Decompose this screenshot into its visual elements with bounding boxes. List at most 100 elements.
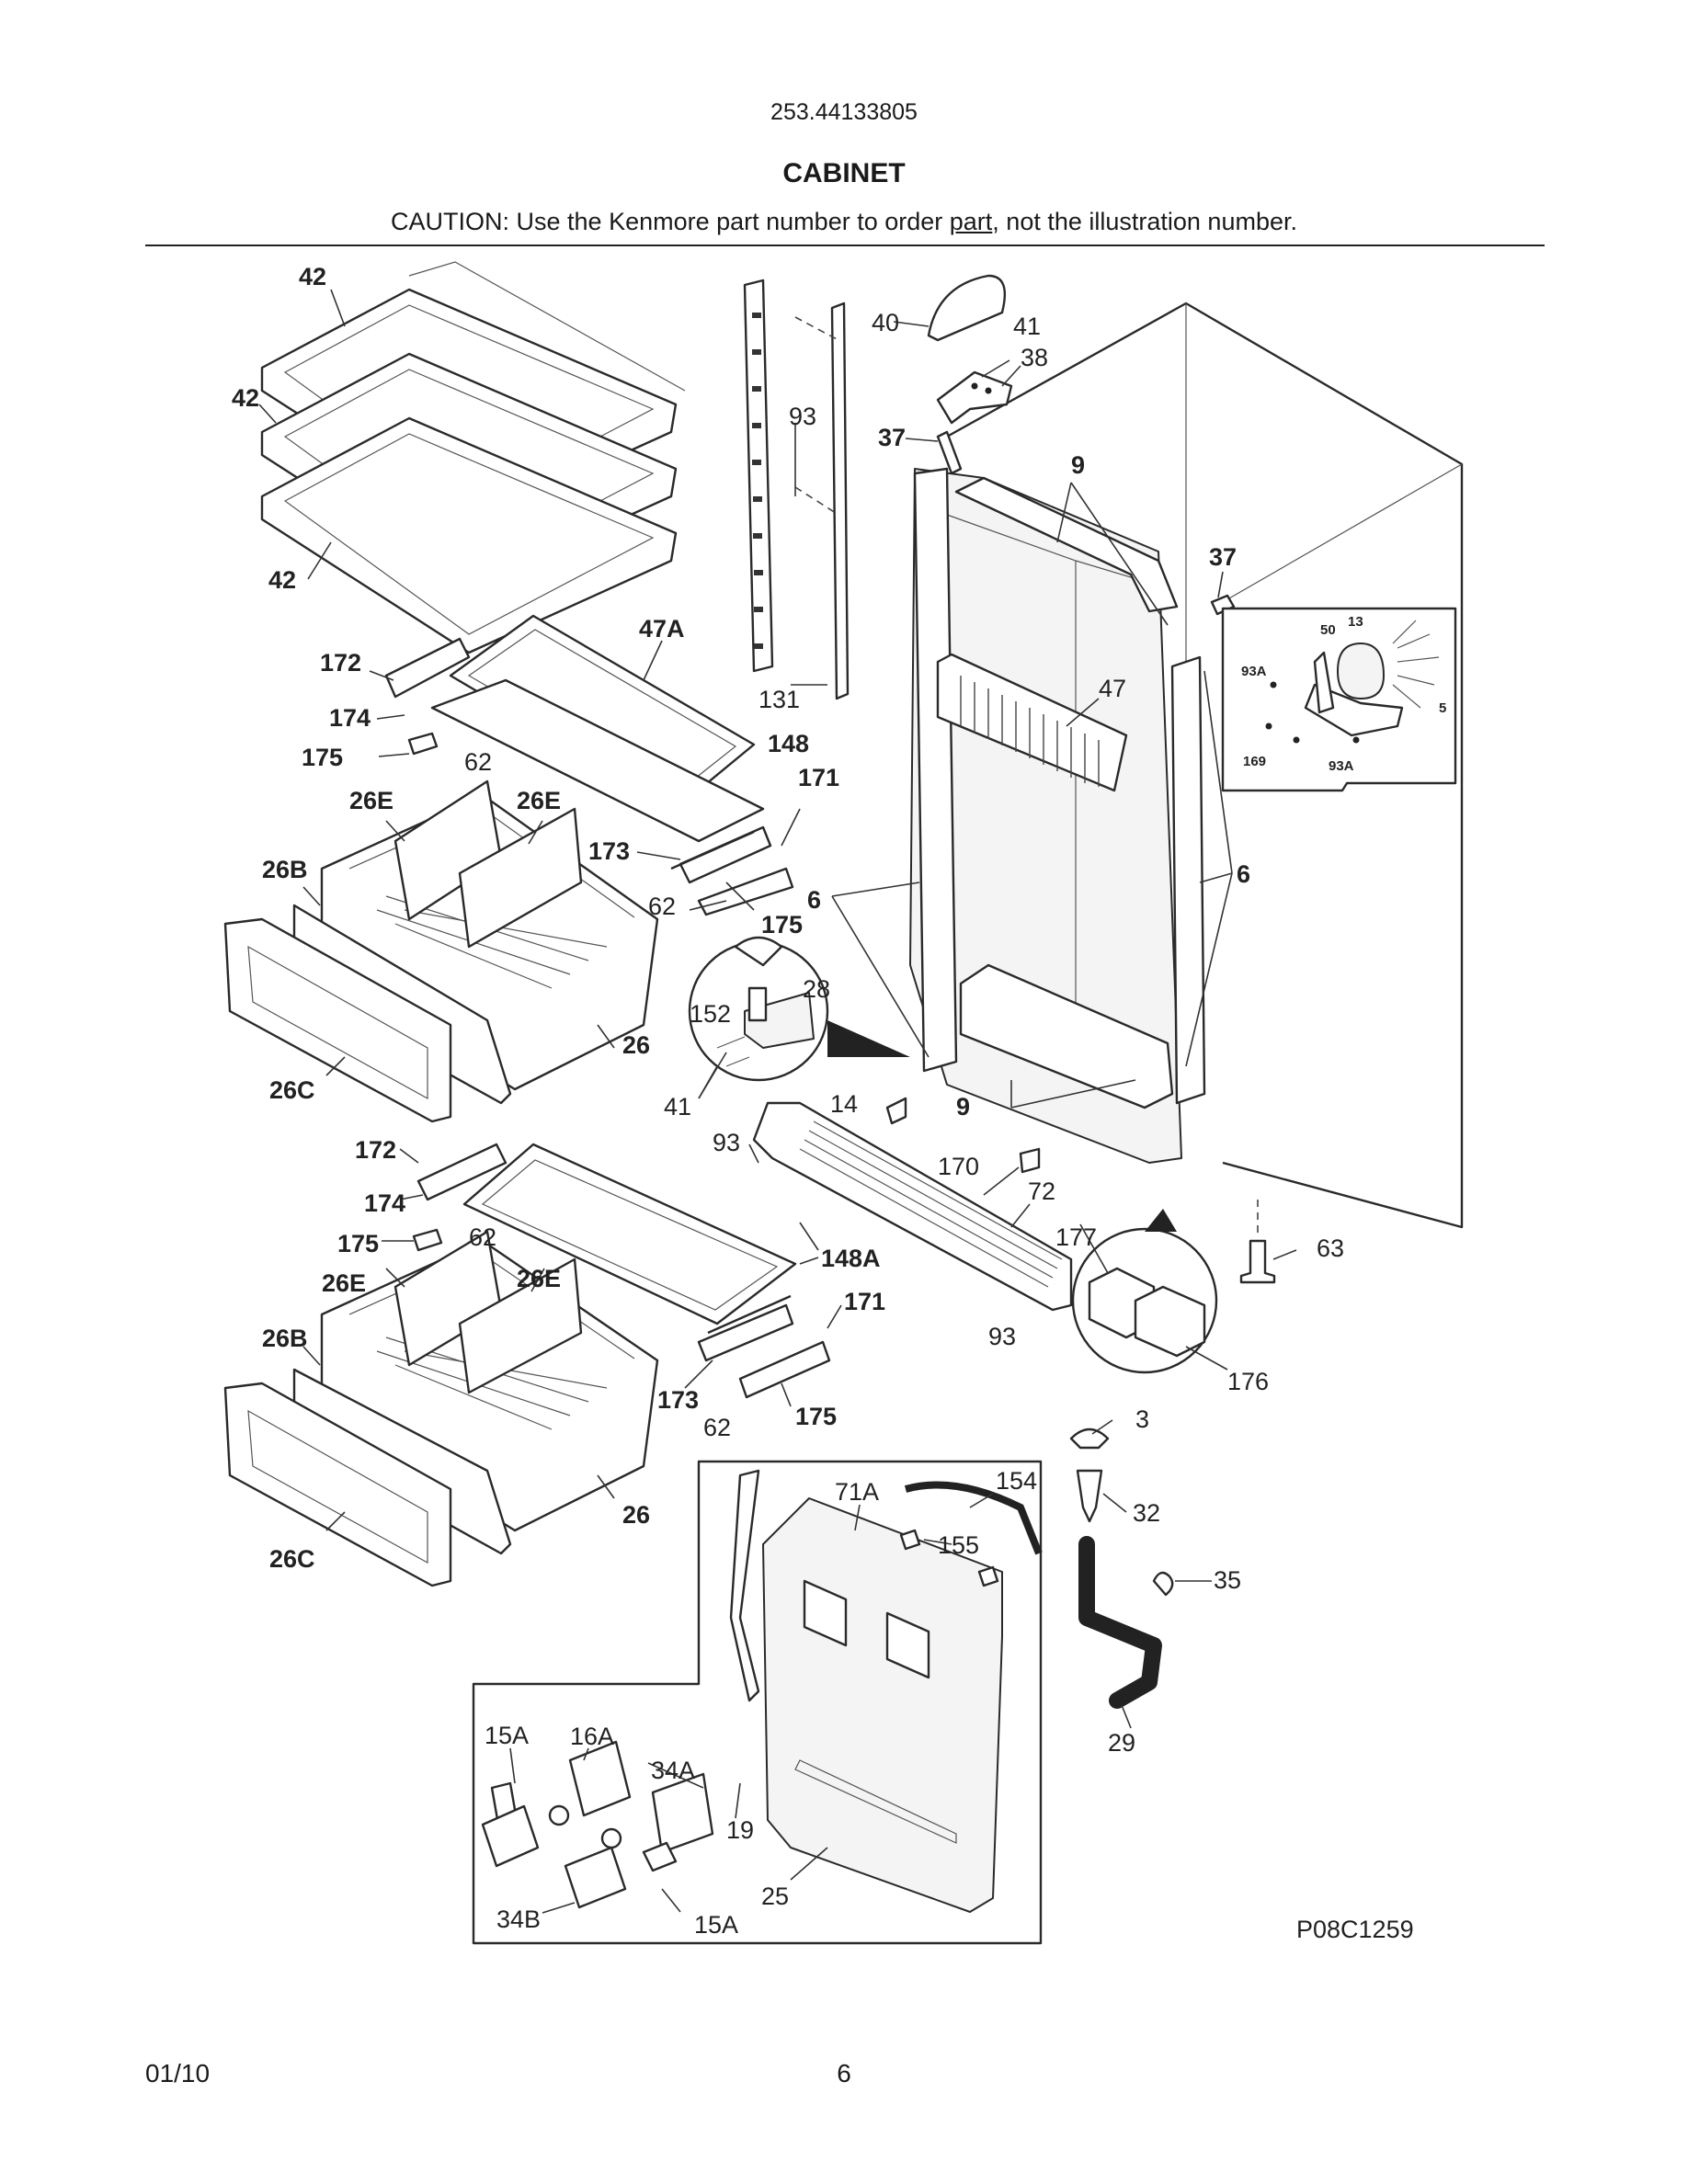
callout-26e-upper-b: 26E — [517, 787, 561, 814]
caution-underlined-word: part — [949, 208, 993, 235]
leveling-leg — [1239, 1200, 1276, 1284]
callout-40: 40 — [872, 309, 899, 336]
callout-9-bottom: 9 — [956, 1093, 970, 1120]
air-grille — [936, 653, 1128, 792]
callout-148a: 148A — [821, 1245, 881, 1272]
callout-26-upper: 26 — [622, 1031, 650, 1059]
caution-note: CAUTION: Use the Kenmore part number to … — [0, 208, 1688, 236]
callout-176: 176 — [1227, 1368, 1269, 1395]
model-number: 253.44133805 — [770, 99, 918, 125]
callout-177: 177 — [1055, 1223, 1097, 1251]
callout-47: 47 — [1099, 675, 1126, 702]
callout-172-lower: 172 — [355, 1136, 396, 1164]
callout-63: 63 — [1317, 1234, 1344, 1262]
callout-62-upper-b: 62 — [648, 893, 676, 920]
callout-154: 154 — [996, 1467, 1037, 1495]
drawing-number: P08C1259 — [1296, 1916, 1414, 1943]
fan-callout-13: 13 — [1348, 614, 1363, 630]
callout-175-left-lower: 175 — [337, 1230, 379, 1257]
callout-62-lower-b: 62 — [703, 1414, 731, 1441]
callout-93-grille-left: 93 — [713, 1129, 740, 1156]
callout-labels: 42 42 42 172 174 175 62 47A 148 171 173 … — [232, 263, 1446, 1943]
callout-41-lower: 41 — [664, 1093, 691, 1120]
shelf-ladder — [743, 279, 850, 700]
callout-131: 131 — [758, 686, 800, 713]
callout-6-right: 6 — [1237, 860, 1250, 888]
drain-assembly — [1069, 1428, 1174, 1709]
top-hinge-assembly — [927, 274, 1236, 616]
callout-62-upper-a: 62 — [464, 748, 492, 776]
callout-175-right-upper: 175 — [761, 911, 803, 938]
header-divider — [145, 245, 1545, 246]
callout-26b-lower: 26B — [262, 1325, 308, 1352]
callout-28: 28 — [803, 975, 830, 1003]
section-title: CABINET — [782, 158, 906, 188]
lower-hinge-inset — [688, 936, 910, 1082]
leader-lines — [258, 289, 1297, 1914]
callout-72: 72 — [1028, 1177, 1055, 1205]
callout-26e-lower-b: 26E — [517, 1265, 561, 1292]
fan-callout-93a-bottom: 93A — [1329, 758, 1354, 774]
callout-14: 14 — [830, 1090, 858, 1118]
callout-29: 29 — [1108, 1729, 1135, 1757]
callout-47a: 47A — [639, 615, 685, 643]
cabinet-exploded-diagram: 42 42 42 172 174 175 62 47A 148 171 173 … — [223, 261, 1464, 1945]
callout-35: 35 — [1214, 1566, 1241, 1594]
callout-173-lower: 173 — [657, 1386, 699, 1414]
caution-prefix: CAUTION: Use the Kenmore part number to … — [391, 208, 950, 235]
callout-19: 19 — [726, 1816, 754, 1844]
fan-callout-93a-top: 93A — [1241, 664, 1267, 679]
callout-175-left-upper: 175 — [302, 744, 343, 771]
callout-155: 155 — [938, 1531, 979, 1559]
trim-top — [954, 476, 1179, 613]
caution-suffix: , not the illustration number. — [992, 208, 1297, 235]
callout-173-upper: 173 — [588, 837, 630, 865]
callout-15a-bottom: 15A — [694, 1911, 738, 1939]
callout-26c-upper: 26C — [269, 1076, 315, 1104]
callout-42-bottom: 42 — [268, 566, 296, 594]
callout-93-grille-right: 93 — [988, 1323, 1016, 1350]
fan-callout-50: 50 — [1320, 622, 1336, 638]
callout-3: 3 — [1135, 1405, 1149, 1433]
callout-175-right-lower: 175 — [795, 1403, 837, 1430]
callout-9-top: 9 — [1071, 451, 1085, 479]
fan-callout-5: 5 — [1439, 700, 1446, 716]
door-gasket-right — [1170, 655, 1206, 1105]
page-number: 6 — [837, 2059, 851, 2087]
callout-34a: 34A — [651, 1757, 695, 1784]
callout-38: 38 — [1021, 344, 1048, 371]
wire-shelf-stack — [260, 261, 686, 654]
callout-93-ladder: 93 — [789, 403, 816, 430]
callout-26e-upper-a: 26E — [349, 787, 393, 814]
relay-inset — [1071, 1209, 1218, 1374]
callout-16a: 16A — [570, 1723, 614, 1750]
upper-crisper-pan — [223, 779, 659, 1123]
callout-42-top: 42 — [299, 263, 326, 290]
callout-171-lower: 171 — [844, 1288, 885, 1315]
callout-37-left: 37 — [878, 424, 906, 451]
callout-62-lower-a: 62 — [469, 1223, 496, 1251]
callout-171-upper: 171 — [798, 764, 839, 791]
fan-callout-169: 169 — [1243, 754, 1266, 769]
callout-152: 152 — [690, 1000, 731, 1028]
callout-170: 170 — [938, 1153, 979, 1180]
door-gasket-left — [913, 467, 958, 1073]
light-panel-inset — [472, 1460, 1043, 1945]
toe-grille — [752, 1097, 1073, 1312]
trim-bottom — [959, 963, 1174, 1109]
callout-25: 25 — [761, 1883, 789, 1910]
callout-26c-lower: 26C — [269, 1545, 315, 1573]
lower-crisper-cover — [412, 1143, 831, 1399]
callout-26e-lower-a: 26E — [322, 1269, 366, 1297]
callout-174-upper: 174 — [329, 704, 371, 732]
callout-37-right: 37 — [1209, 543, 1237, 571]
callout-174-lower: 174 — [364, 1189, 405, 1217]
callout-15a-top: 15A — [485, 1722, 529, 1749]
callout-42-middle: 42 — [232, 384, 259, 412]
footer-date: 01/10 — [145, 2059, 211, 2087]
callout-172-upper: 172 — [320, 649, 361, 677]
callout-41-upper: 41 — [1013, 313, 1041, 340]
callout-71a: 71A — [835, 1478, 879, 1506]
callout-148: 148 — [768, 730, 809, 757]
lower-crisper-pan — [223, 1230, 659, 1587]
